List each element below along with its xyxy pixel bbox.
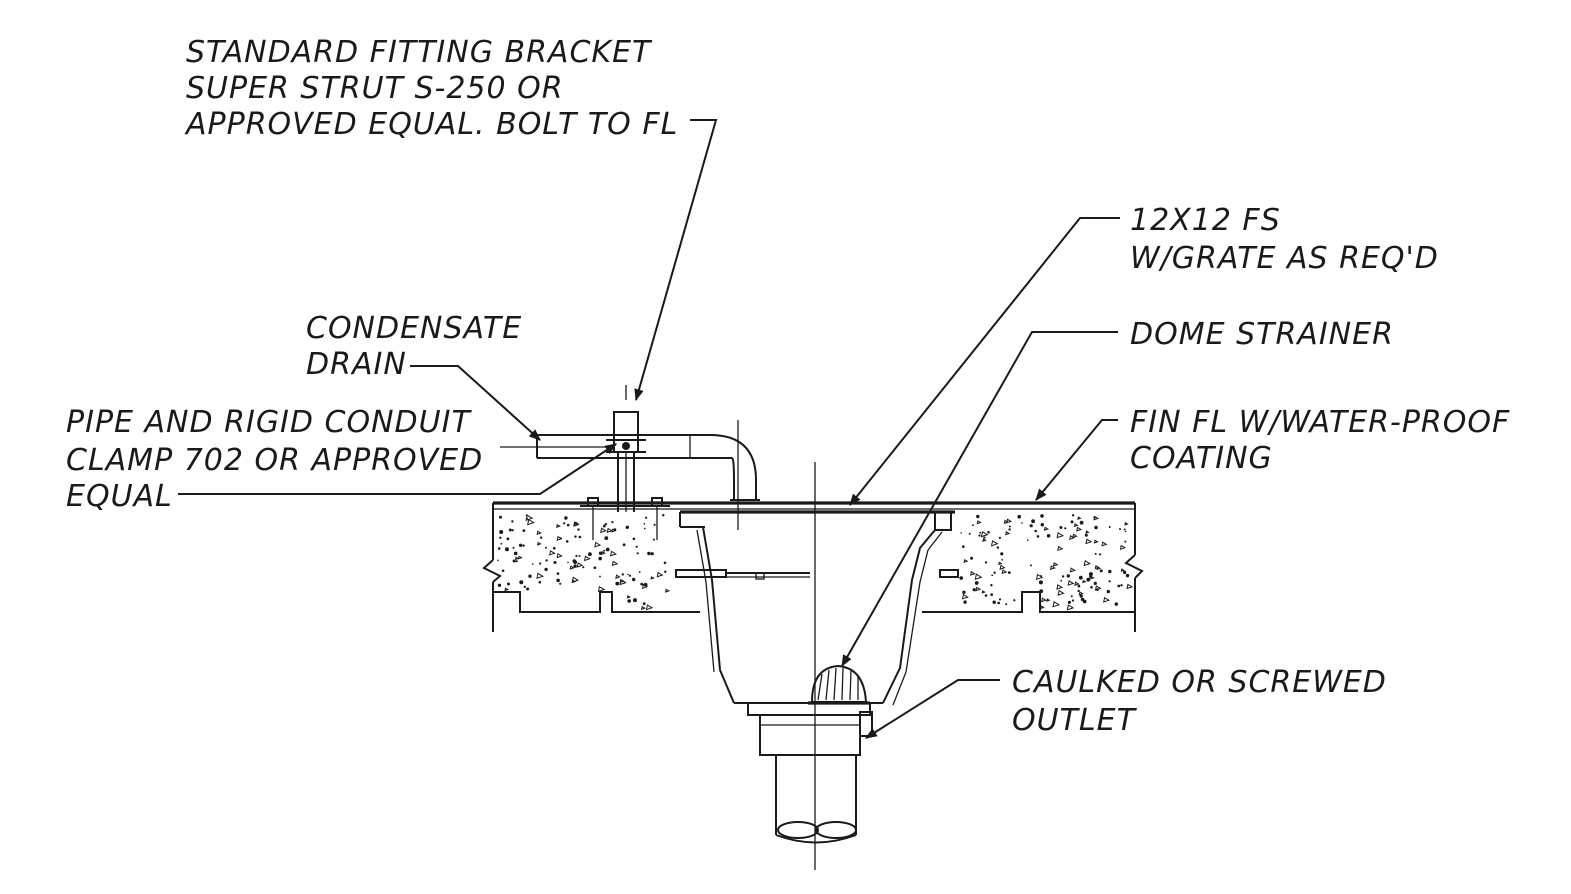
label-bracket-line3: APPROVED EQUAL. BOLT TO FL (184, 107, 678, 142)
label-bracket-line1: STANDARD FITTING BRACKET (186, 35, 653, 70)
dome-strainer (808, 664, 870, 705)
label-bracket-line2: SUPER STRUT S-250 OR (186, 71, 564, 106)
label-fs-line1: 12X12 FS (1130, 203, 1281, 238)
label-fin-fl-line2: COATING (1130, 441, 1273, 476)
label-condensate-line1: CONDENSATE (306, 311, 522, 346)
annotation-labels: STANDARD FITTING BRACKET SUPER STRUT S-2… (66, 35, 1510, 738)
label-pipe-clamp-line3: EQUAL (66, 479, 173, 514)
label-outlet-line2: OUTLET (1012, 703, 1138, 738)
condensate-drain-assembly (500, 411, 760, 540)
label-pipe-clamp-line1: PIPE AND RIGID CONDUIT (66, 405, 472, 440)
label-dome-strainer: DOME STRAINER (1130, 317, 1394, 352)
label-pipe-clamp-line2: CLAMP 702 OR APPROVED (66, 443, 483, 478)
centerlines (625, 385, 816, 870)
concrete-slab (482, 501, 1144, 632)
floor-sink-body (675, 510, 959, 844)
label-fin-fl-line1: FIN FL W/WATER-PROOF (1130, 405, 1510, 440)
label-condensate-line2: DRAIN (306, 347, 407, 382)
label-outlet-line1: CAULKED OR SCREWED (1012, 665, 1387, 700)
leader-lines (178, 119, 1120, 739)
label-fs-line2: W/GRATE AS REQ'D (1130, 241, 1439, 276)
